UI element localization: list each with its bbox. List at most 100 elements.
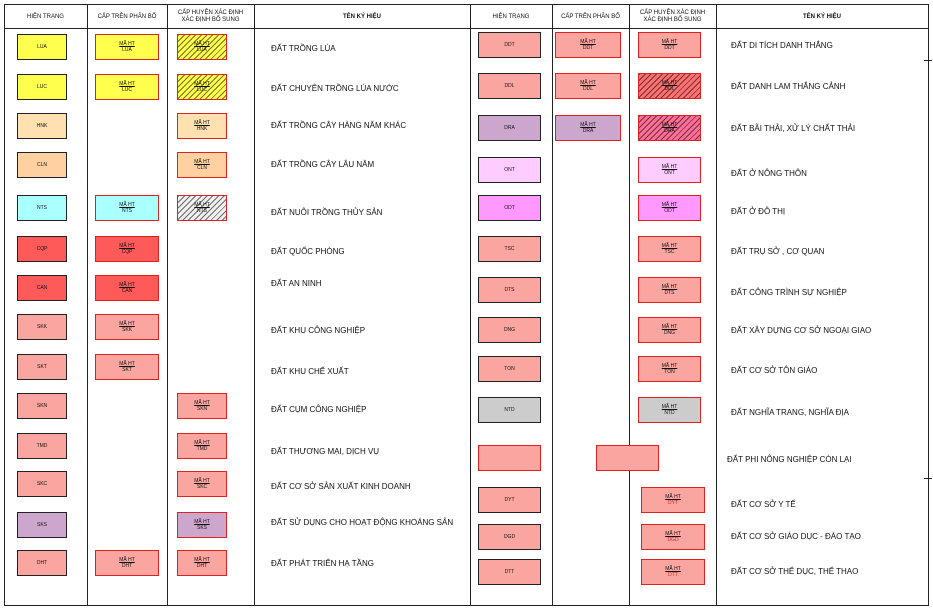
swatch-code-label: MÃ HT — [580, 122, 596, 128]
legend-name: ĐẤT CƠ SỞ SẢN XUẤT KINH DOANH — [271, 482, 411, 491]
swatch-code-label: MÃ HT — [194, 81, 210, 87]
swatch-code-label: MÃ HT — [661, 122, 678, 128]
swatch-current-cln: CLN — [17, 152, 67, 178]
swatch-code-label: MÃ HT — [661, 164, 678, 170]
swatch-code-label: MÃ HT — [665, 531, 681, 537]
swatch-code: CQP — [121, 249, 133, 255]
swatch-current-skk: SKK — [17, 314, 67, 340]
swatch-code-label: MÃ HT — [194, 440, 210, 446]
legend-name: ĐẤT AN NINH — [271, 279, 322, 288]
swatch-current-dts: DTS — [478, 277, 541, 303]
swatch-code-label: MÃ HT — [661, 363, 678, 369]
legend-name: ĐẤT CƠ SỞ TÔN GIÁO — [731, 366, 818, 375]
legend-name: ĐẤT KHU CHẾ XUẤT — [271, 367, 349, 376]
swatch-code: SKT — [122, 367, 132, 373]
swatch-code: NTS — [122, 208, 132, 214]
swatch-code-label: MÃ HT — [580, 39, 596, 45]
swatch-code: SKC — [36, 481, 48, 487]
border-tick — [924, 60, 932, 61]
legend-name: ĐẤT THƯƠNG MẠI, DỊCH VỤ — [271, 447, 380, 456]
swatch-code: DYT — [668, 500, 678, 506]
swatch-current-sks: SKS — [17, 512, 67, 538]
legend-name: ĐẤT NGHĨA TRANG, NGHĨA ĐỊA — [731, 408, 849, 417]
swatch-upper-remaining — [596, 445, 659, 471]
swatch-code-label: MÃ HT — [665, 566, 681, 572]
swatch-code: DTS — [664, 290, 675, 296]
column-border — [4, 4, 5, 606]
table-top-border — [4, 4, 928, 5]
legend-name: ĐẤT DI TÍCH DANH THẮNG — [731, 41, 833, 50]
swatch-code-label: MÃ HT — [119, 202, 135, 208]
column-border — [167, 4, 168, 606]
swatch-code-label: MÃ HT — [194, 557, 210, 563]
legend-name: ĐẤT KHU CÔNG NGHIỆP — [271, 326, 366, 335]
swatch-current-tmd: TMD — [17, 433, 67, 459]
legend-name: ĐẤT XÂY DỰNG CƠ SỞ NGOẠI GIAO — [731, 326, 872, 335]
swatch-code: DHT — [121, 563, 133, 569]
legend-name: ĐẤT TRỒNG LÚA — [271, 44, 336, 53]
column-border — [716, 4, 717, 606]
swatch-current-dht: DHT — [17, 550, 67, 576]
swatch-code: HNK — [36, 123, 48, 129]
legend-name: ĐẤT NUÔI TRỒNG THỦY SẢN — [271, 208, 383, 217]
swatch-code-label: MÃ HT — [194, 202, 210, 208]
legend-name: ĐẤT TRỒNG CÂY LÂU NĂM — [271, 160, 375, 169]
column-border — [552, 4, 553, 606]
swatch-current-dtt: DTT — [478, 559, 541, 585]
legend-name: ĐẤT Ở ĐÔ THỊ — [731, 207, 786, 216]
swatch-code: SKK — [121, 327, 132, 333]
swatch-code: SKN — [36, 403, 48, 409]
swatch-code-label: MÃ HT — [194, 41, 210, 47]
swatch-code: NTS — [197, 208, 207, 214]
swatch-code: TON — [504, 366, 515, 372]
header-ten-ky-hieu-right: TÊN KÝ HIỆU — [802, 13, 841, 20]
swatch-code-label: MÃ HT — [119, 243, 135, 249]
swatch-code: LUA — [37, 44, 47, 50]
swatch-current-ont: ONT — [478, 157, 541, 183]
swatch-code: DDT — [664, 45, 675, 51]
swatch-code: DDT — [504, 42, 515, 48]
swatch-code: SKS — [196, 525, 207, 531]
swatch-current-dra: DRA — [478, 115, 541, 141]
table-bottom-border — [4, 605, 928, 606]
swatch-code-label: MÃ HT — [194, 159, 210, 165]
swatch-code: DNG — [503, 327, 516, 333]
swatch-code: TON — [664, 369, 675, 375]
swatch-current-skt: SKT — [17, 354, 67, 380]
header-divider — [4, 28, 928, 29]
header-cap-huyen-right: CẤP HUYỆN XÁC ĐỊNH XÁC ĐỊNH BỔ SUNG — [639, 10, 706, 23]
swatch-code: CAN — [36, 285, 48, 291]
swatch-code-label: MÃ HT — [119, 361, 135, 367]
swatch-code: DDL — [664, 86, 675, 92]
swatch-code: TSC — [664, 249, 675, 255]
header-cap-tren-right: CẤP TRÊN PHÂN BỔ — [561, 13, 620, 20]
swatch-code: CAN — [121, 288, 133, 294]
swatch-code: SKT — [37, 364, 47, 370]
swatch-code: LUC — [121, 87, 132, 93]
legend-name: ĐẤT BÃI THẢI, XỬ LÝ CHẤT THẢI — [731, 124, 856, 133]
swatch-current-nts: NTS — [17, 195, 67, 221]
swatch-code: HNK — [196, 126, 208, 132]
legend-name: ĐẤT Ở NÔNG THÔN — [731, 169, 807, 178]
swatch-current-dgd: DGD — [478, 524, 541, 550]
swatch-code-label: MÃ HT — [661, 284, 678, 290]
swatch-current-cqp: CQP — [17, 236, 67, 262]
swatch-code: NTD — [504, 407, 515, 413]
swatch-current-hnk: HNK — [17, 113, 67, 139]
swatch-code: ONT — [664, 170, 675, 176]
column-border — [629, 4, 630, 606]
